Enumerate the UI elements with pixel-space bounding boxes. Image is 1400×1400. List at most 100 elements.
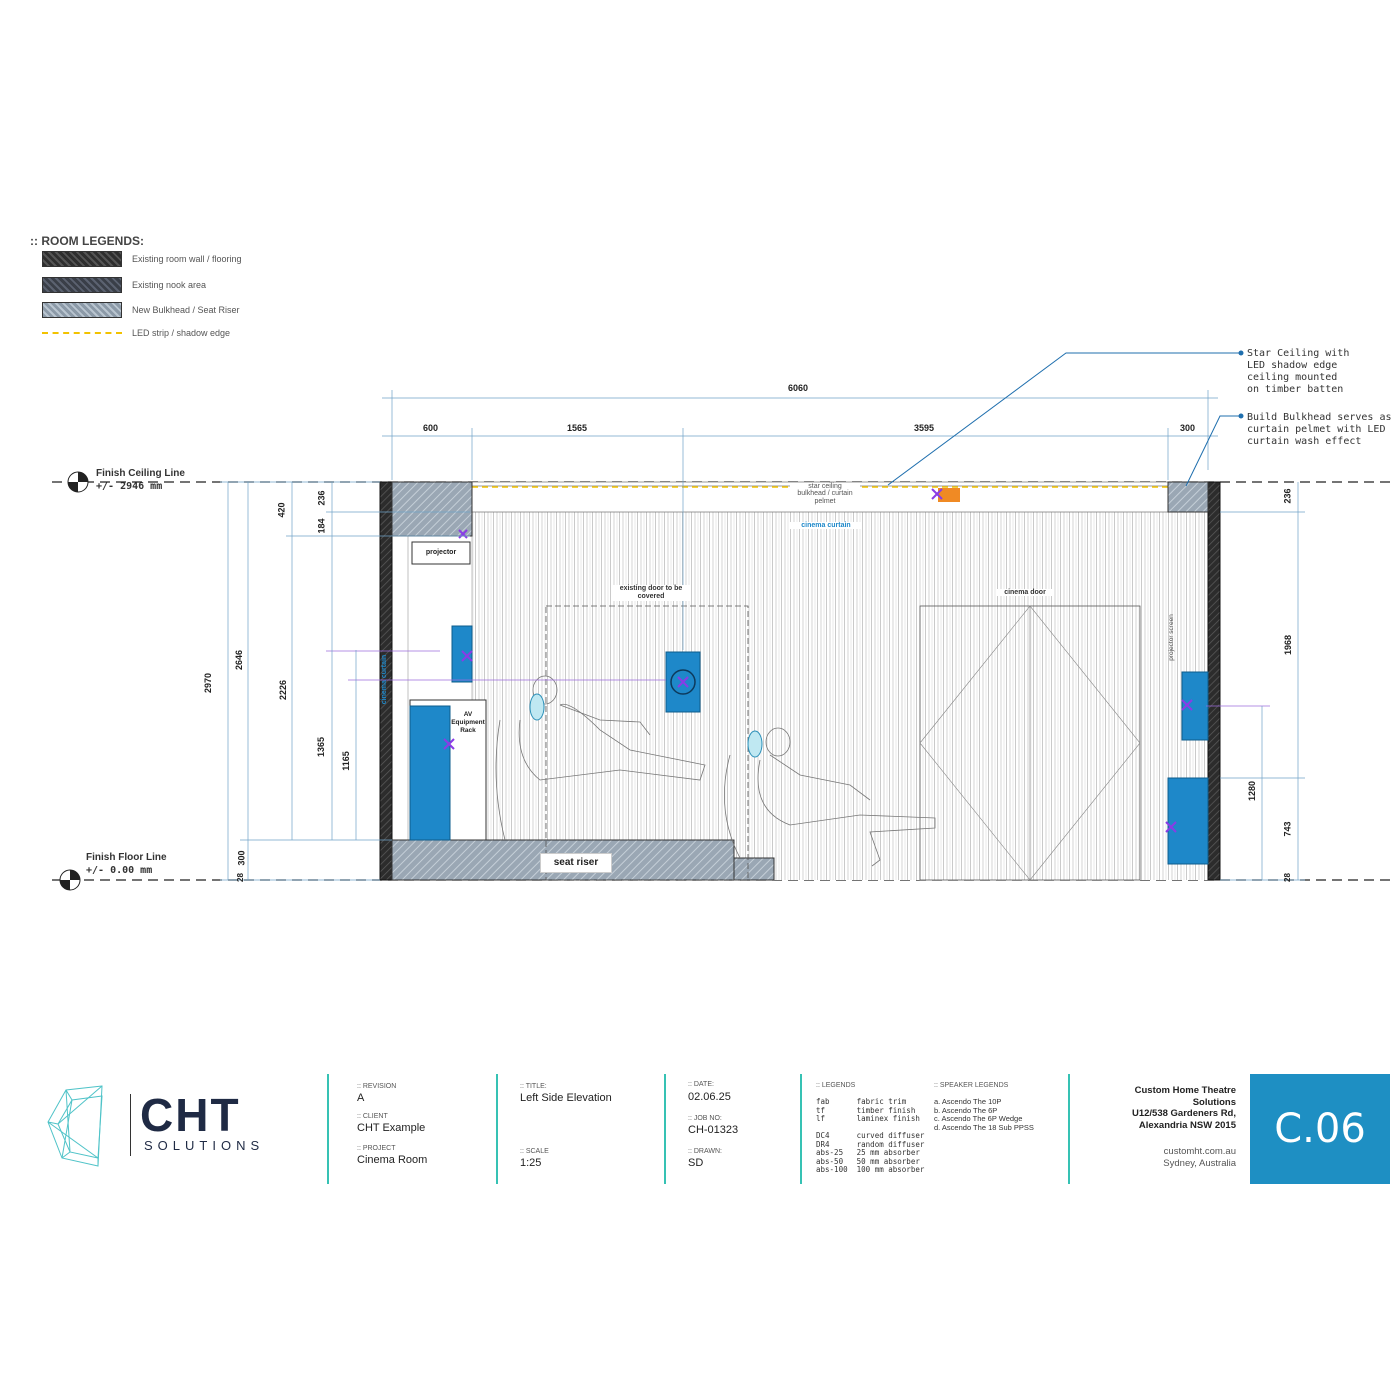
legend-item-nook: Existing nook area: [42, 276, 206, 294]
dim-left-420: 420: [276, 502, 287, 518]
seat-riser-label: seat riser: [540, 853, 612, 873]
drawn-value: SD: [688, 1157, 704, 1169]
left-dimensions: [220, 481, 470, 881]
legend-codes: fab fabric trim tf timber finish lf lami…: [816, 1097, 925, 1174]
seated-figure-rear: [495, 675, 706, 841]
dim-right-1280: 1280: [1247, 780, 1258, 802]
subwoofer-d: [409, 705, 451, 841]
revision-value: A: [357, 1092, 365, 1104]
sheet-number: C.06: [1250, 1074, 1390, 1184]
left-bulkhead: [391, 481, 473, 537]
dim-right-236: 236: [1282, 488, 1293, 504]
floor-line-value: +/- 0.00 mm: [86, 865, 153, 876]
av-rack-label: AV Equipment Rack: [451, 711, 485, 734]
floor-datum-icon: [59, 869, 81, 891]
drawn-label: :: DRAWN:: [688, 1148, 722, 1155]
dim-seg-4: 300: [1180, 423, 1196, 433]
title-block-divider: [327, 1074, 329, 1184]
cinema-curtain-fill: [472, 512, 1168, 880]
dim-right-1968: 1968: [1283, 634, 1294, 656]
bulkhead-note: Build Bulkhead serves as curtain pelmet …: [1247, 412, 1392, 447]
ceiling-line-label: Finish Ceiling Line: [96, 468, 185, 479]
dim-right-28: 28: [1282, 873, 1292, 882]
ceiling-speaker: [938, 488, 960, 502]
projector-label: projector: [425, 549, 457, 556]
seated-figure-front: [723, 727, 936, 867]
brand-wordmark: CHT: [140, 1089, 241, 1141]
right-bulkhead: [1167, 481, 1209, 513]
cht-logo-icon: [47, 1085, 103, 1167]
left-curtain-label: cinema curtain: [381, 654, 389, 705]
date-value: 02.06.25: [688, 1091, 731, 1103]
title-block-divider: [664, 1074, 666, 1184]
riser-step: [733, 857, 775, 881]
elevation-drawing: [52, 350, 1395, 891]
dim-seg-1: 600: [423, 423, 439, 433]
dim-left-1165: 1165: [340, 751, 351, 771]
legend-item-bulkhead: New Bulkhead / Seat Riser: [42, 301, 240, 319]
floor-line-label: Finish Floor Line: [86, 852, 167, 863]
dim-left-300: 300: [236, 850, 247, 866]
legend-label: New Bulkhead / Seat Riser: [132, 305, 240, 315]
legend-label: LED strip / shadow edge: [132, 328, 231, 338]
dim-right-743: 743: [1282, 821, 1293, 837]
job-value: CH-01323: [688, 1124, 739, 1136]
room-legends-title: :: ROOM LEGENDS:: [30, 234, 144, 248]
title-block-divider: [496, 1074, 498, 1184]
speaker-codes: a. Ascendo The 10P b. Ascendo The 6P c. …: [934, 1097, 1034, 1132]
project-value: Cinema Room: [357, 1154, 428, 1166]
dim-left-28: 28: [235, 873, 245, 882]
star-ceiling-note: Star Ceiling with LED shadow edge ceilin…: [1247, 348, 1350, 395]
dim-left-1365: 1365: [316, 736, 327, 758]
client-label: :: CLIENT: [357, 1113, 388, 1120]
speaker-c-left: [451, 625, 473, 683]
brand-subtitle: SOLUTIONS: [144, 1138, 265, 1153]
title-block-divider: [800, 1074, 802, 1184]
speaker-markers: [443, 488, 1193, 833]
led-swatch: [42, 332, 122, 334]
nook-swatch: [42, 277, 122, 293]
dim-left-184: 184: [316, 518, 327, 534]
subwoofer-screen: [1167, 777, 1209, 865]
legend-item-wall: Existing room wall / flooring: [42, 250, 242, 268]
client-value: CHT Example: [357, 1122, 426, 1134]
existing-door-tag: existing door to be covered: [612, 585, 690, 601]
date-label: :: DATE:: [688, 1081, 714, 1088]
dim-overall: 6060: [788, 383, 809, 393]
cinema-door-tag: cinema door: [996, 589, 1054, 596]
top-dimensions: [382, 390, 1218, 650]
title-label: :: TITLE:: [520, 1083, 547, 1090]
scale-value: 1:25: [520, 1157, 542, 1169]
ceiling-line-value: +/- 2946 mm: [96, 481, 163, 492]
company-website[interactable]: customht.com.au: [1163, 1146, 1236, 1157]
legend-item-led: LED strip / shadow edge: [42, 324, 230, 342]
job-label: :: JOB NO:: [688, 1115, 722, 1122]
cinema-curtain-tag: cinema curtain: [790, 522, 862, 529]
legends-label: :: LEGENDS: [816, 1082, 856, 1089]
dim-left-2646: 2646: [234, 649, 245, 671]
company-address: Custom Home Theatre Solutions U12/538 Ga…: [1131, 1085, 1236, 1131]
legend-label: Existing room wall / flooring: [132, 254, 242, 264]
dim-seg-3: 3595: [914, 423, 935, 433]
revision-label: :: REVISION: [357, 1083, 397, 1090]
projector-body: [411, 541, 471, 565]
door-swing-lines: [919, 605, 1141, 881]
scale-label: :: SCALE: [520, 1148, 549, 1155]
right-dimensions: [1220, 482, 1305, 881]
wall-swatch: [42, 251, 122, 267]
bulkhead-tag: bulkhead / curtain pelmet: [797, 490, 853, 505]
ceiling-datum-icon: [67, 471, 89, 493]
speaker-legends-label: :: SPEAKER LEGENDS: [934, 1082, 1009, 1089]
title-block-divider: [1068, 1074, 1070, 1184]
projector-screen-label: projector screen: [1167, 614, 1175, 661]
bulkhead-swatch: [42, 302, 122, 318]
dim-left-2970: 2970: [203, 672, 214, 694]
dim-seg-2: 1565: [567, 423, 588, 433]
leader-lines: [887, 352, 1241, 487]
right-wall: [1207, 481, 1221, 881]
project-label: :: PROJECT: [357, 1145, 396, 1152]
star-ceiling-tag: star ceiling: [790, 483, 860, 490]
title-value: Left Side Elevation: [520, 1092, 612, 1104]
left-wall: [379, 481, 393, 881]
company-location: Sydney, Australia: [1163, 1158, 1236, 1169]
